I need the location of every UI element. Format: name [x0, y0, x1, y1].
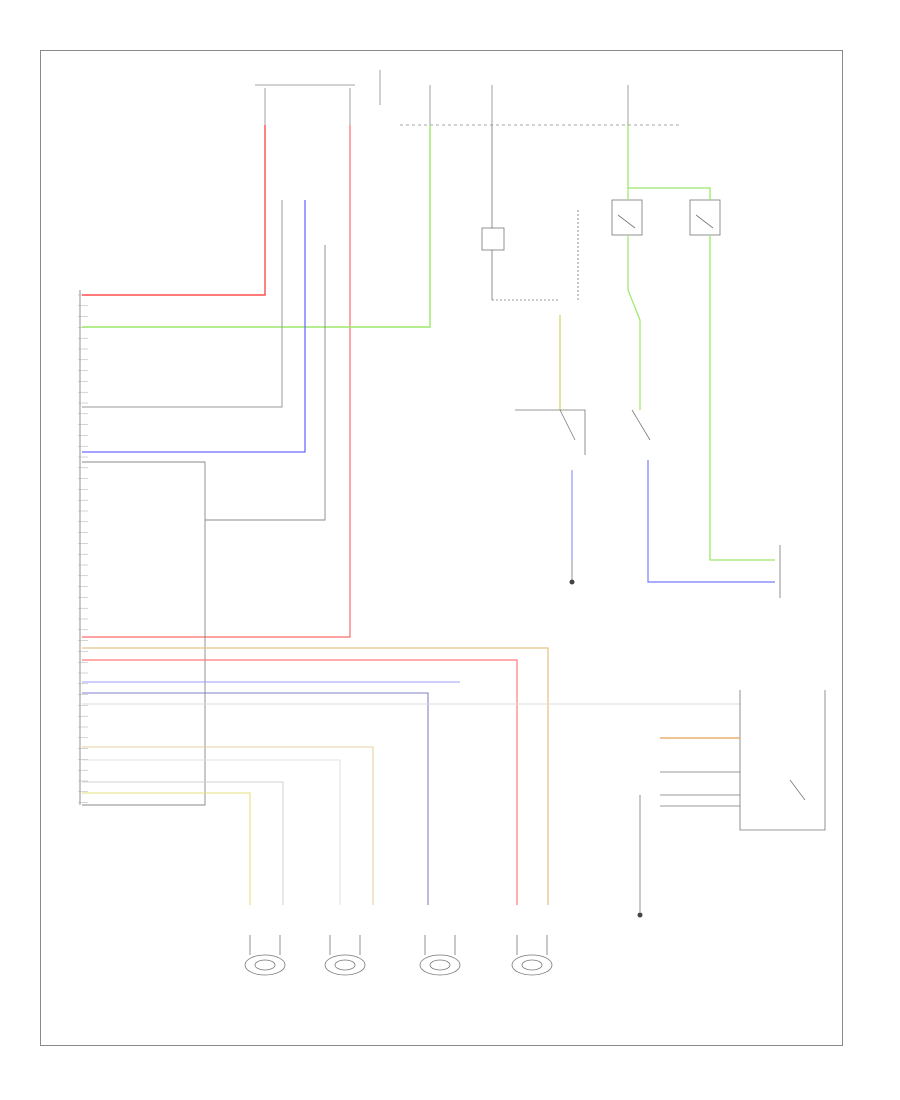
switch-icon: [611, 199, 721, 236]
wire-red-1: [82, 125, 266, 296]
wire-yellow-1: [82, 792, 251, 905]
wire-gray-2: [82, 245, 326, 806]
wire-blue-1: [82, 200, 306, 453]
wire-green-3: [627, 188, 641, 410]
wire-light-2: [82, 759, 341, 905]
wire-blue-3: [82, 692, 429, 905]
module-connector-column: [78, 290, 88, 805]
right-switch-line: [631, 409, 781, 598]
ground-icon-2: [637, 870, 643, 918]
wire-tan-2: [82, 746, 374, 905]
sensor-icon: [244, 935, 553, 976]
wire-red-2: [82, 125, 351, 638]
wire-tan-1: [82, 647, 549, 905]
relay-block: [481, 125, 579, 301]
wire-light-3: [82, 781, 284, 905]
wire-green-2: [627, 125, 775, 561]
switch-module-lower-right: [639, 690, 826, 870]
wire-blue-5: [647, 460, 775, 583]
wire-gray-1: [82, 200, 283, 408]
top-fuse-blocks: [255, 70, 680, 126]
wire-red-3: [82, 659, 518, 905]
wire-green-1: [82, 125, 431, 328]
diagram-frame: [40, 50, 843, 1046]
ground-icon: [569, 560, 575, 585]
switch-box-middle: [515, 409, 586, 455]
